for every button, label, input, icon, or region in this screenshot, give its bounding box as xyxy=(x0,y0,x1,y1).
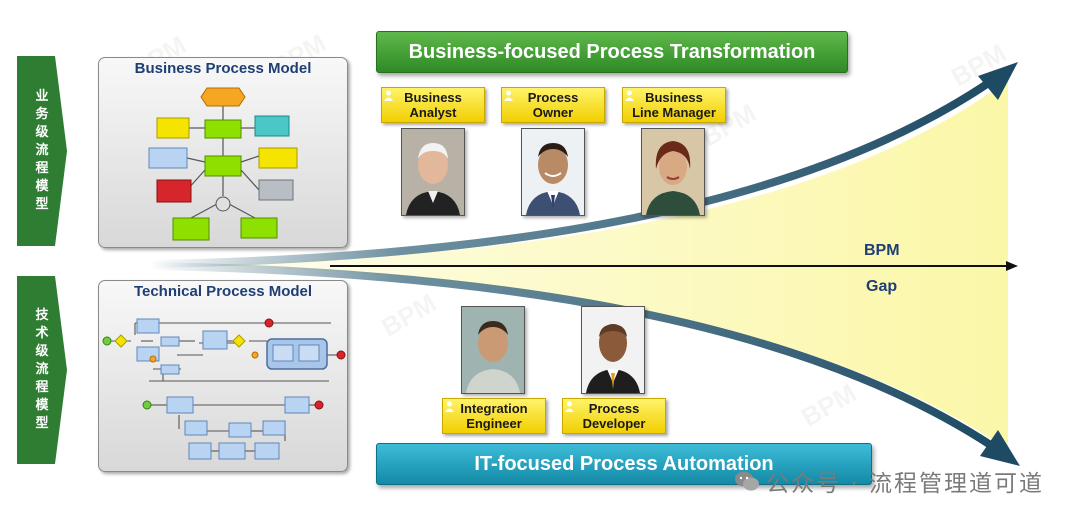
panel-title: Technical Process Model xyxy=(133,283,313,300)
footer-watermark-text: 公众号 · 流程管理道可道 xyxy=(766,471,1044,497)
technical-process-diagram xyxy=(102,318,346,460)
gateway-shape xyxy=(215,196,231,212)
technical-process-model-panel: Technical Process Model xyxy=(98,280,348,472)
person-icon xyxy=(445,401,454,412)
person-icon xyxy=(504,90,513,101)
business-process-model-panel: Business Process Model xyxy=(98,57,348,248)
side-tab-technical-level: 技术级流程模型 xyxy=(17,276,67,464)
business-focused-banner: Business-focused Process Transformation xyxy=(376,31,848,73)
side-tab-label: 技术级流程模型 xyxy=(35,308,49,431)
role-label: Business Analyst xyxy=(404,90,462,120)
task-shape xyxy=(240,217,278,239)
task-shape xyxy=(160,364,180,375)
person-icon xyxy=(565,401,574,412)
end-event-shape xyxy=(336,350,346,360)
role-process-developer: Process Developer xyxy=(562,398,666,434)
task-shape xyxy=(284,396,310,414)
task-shape xyxy=(258,179,294,201)
person-icon xyxy=(384,90,393,101)
gap-label-gap: Gap xyxy=(866,278,898,295)
task-shape xyxy=(204,119,242,139)
task-shape xyxy=(156,179,192,203)
business-process-diagram xyxy=(148,87,298,241)
task-shape xyxy=(254,442,280,460)
start-event-shape xyxy=(200,87,246,107)
task-shape xyxy=(298,344,320,362)
it-focused-banner: IT-focused Process Automation xyxy=(376,443,872,485)
business-arrow-head xyxy=(978,62,1018,100)
task-shape xyxy=(160,336,180,347)
role-process-owner: Process Owner xyxy=(501,87,605,123)
banner-label: Business-focused Process Transformation xyxy=(408,40,816,63)
role-business-analyst: Business Analyst xyxy=(381,87,485,123)
role-label: Integration Engineer xyxy=(460,401,528,431)
task-shape xyxy=(258,147,298,169)
start-event-shape xyxy=(142,400,152,410)
task-shape xyxy=(166,396,194,414)
task-shape xyxy=(204,155,242,177)
business-analyst-photo xyxy=(401,128,465,216)
gap-label-bpm: BPM xyxy=(864,242,900,259)
task-shape xyxy=(202,330,228,350)
business-line-manager-photo xyxy=(641,128,705,216)
task-shape xyxy=(184,420,208,436)
role-label: Process Owner xyxy=(527,90,579,120)
task-shape xyxy=(136,318,160,334)
role-business-line-manager: Business Line Manager xyxy=(622,87,726,123)
task-shape xyxy=(148,147,188,169)
task-shape xyxy=(218,442,246,460)
process-owner-photo xyxy=(521,128,585,216)
gateway-shape xyxy=(114,334,128,348)
integration-engineer-photo xyxy=(461,306,525,394)
role-integration-engineer: Integration Engineer xyxy=(442,398,546,434)
panel-title: Business Process Model xyxy=(134,60,312,77)
task-shape xyxy=(254,115,290,137)
side-tab-business-level: 业务级流程模型 xyxy=(17,56,67,246)
it-arrow-head xyxy=(980,430,1020,466)
side-tab-label: 业务级流程模型 xyxy=(35,89,49,212)
task-shape xyxy=(156,117,190,139)
intermediate-event-shape xyxy=(251,351,259,359)
person-icon xyxy=(625,90,634,101)
intermediate-event-shape xyxy=(149,355,157,363)
task-shape xyxy=(172,217,210,241)
gateway-shape xyxy=(232,334,246,348)
wechat-icon xyxy=(735,471,760,491)
task-shape xyxy=(272,344,294,362)
task-shape xyxy=(228,422,252,438)
footer-watermark: 公众号 · 流程管理道可道 xyxy=(734,464,1044,498)
gap-axis-arrowhead xyxy=(1006,261,1018,271)
start-event-shape xyxy=(102,336,112,346)
business-arrow-curve xyxy=(149,78,993,268)
task-shape xyxy=(262,420,286,436)
end-event-shape xyxy=(264,318,274,328)
process-developer-photo xyxy=(581,306,645,394)
task-shape xyxy=(188,442,212,460)
banner-label: IT-focused Process Automation xyxy=(474,452,774,475)
role-label: Business Line Manager xyxy=(632,90,716,120)
role-label: Process Developer xyxy=(582,401,646,431)
end-event-shape xyxy=(314,400,324,410)
